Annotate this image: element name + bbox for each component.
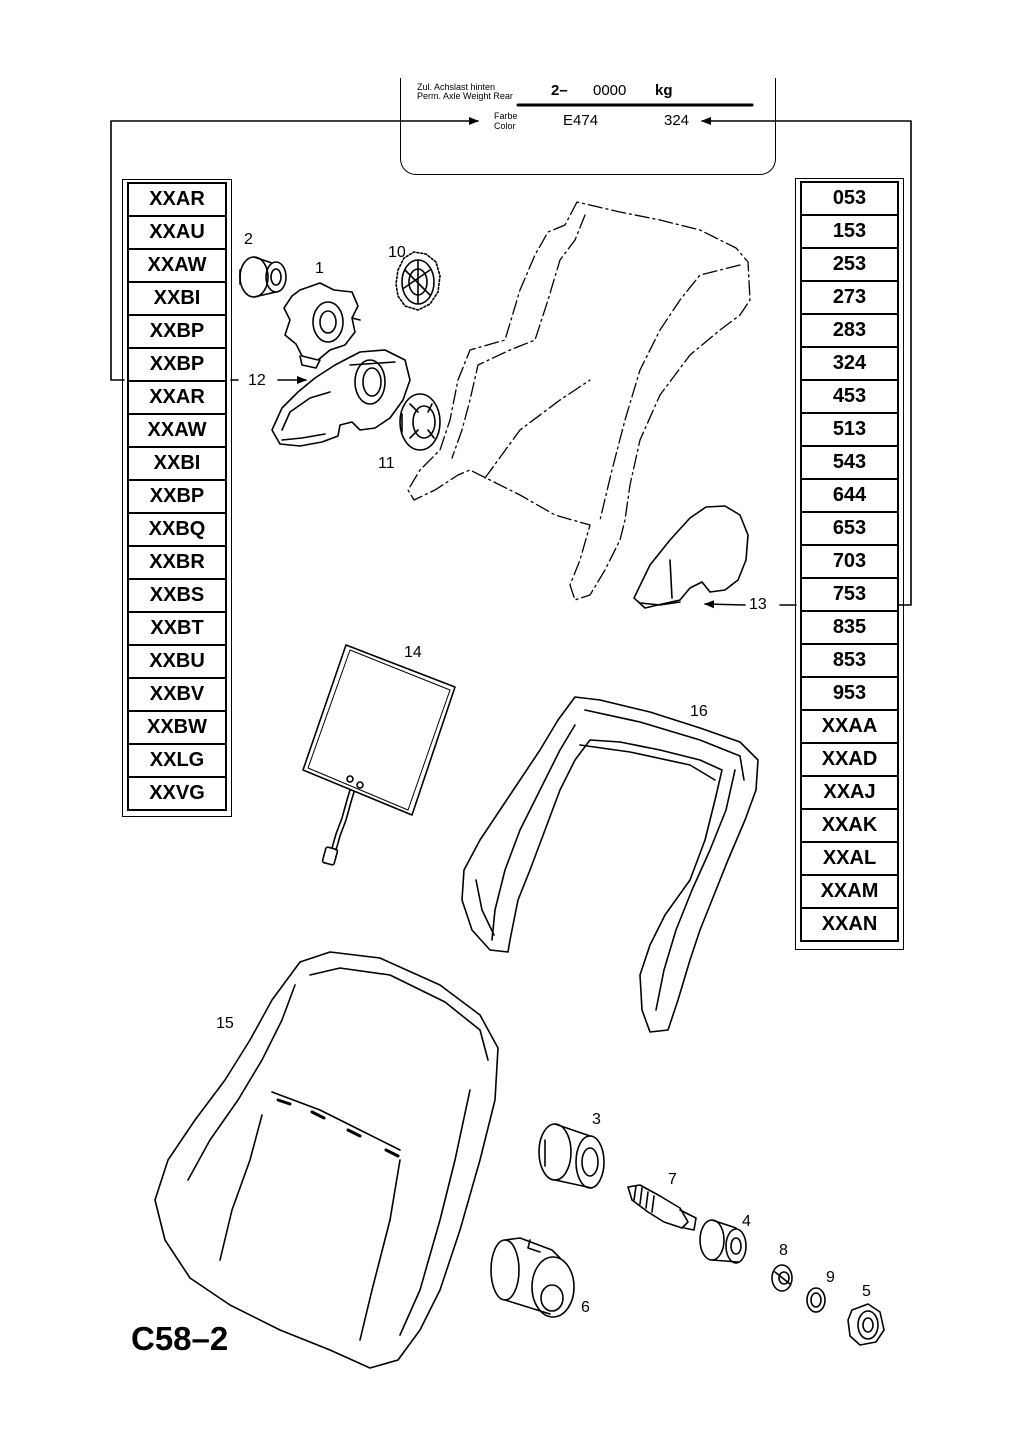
part-10-toothed-washer [395, 251, 441, 311]
part-2-bushing [239, 256, 287, 298]
right-code-cell: XXAA [802, 711, 897, 744]
left-code-cell: XXBI [129, 283, 225, 316]
right-code-cell: 853 [802, 645, 897, 678]
left-code-cell: XXAU [129, 217, 225, 250]
leader-arrow-13 [704, 600, 746, 609]
part-8-lock-washer [771, 1264, 793, 1292]
callout-16: 16 [690, 703, 708, 720]
left-code-cell: XXAW [129, 250, 225, 283]
color-code: E474 [563, 112, 599, 129]
right-code-cell: 153 [802, 216, 897, 249]
right-code-cell: 283 [802, 315, 897, 348]
right-code-cell: 453 [802, 381, 897, 414]
right-code-cell: 324 [802, 348, 897, 381]
right-code-cell: 703 [802, 546, 897, 579]
part-9-flat-washer [806, 1287, 826, 1313]
left-code-cell: XXBI [129, 448, 225, 481]
part-4-spacer-sleeve [699, 1219, 747, 1264]
left-code-cell: XXAR [129, 382, 225, 415]
axle-unit: kg [655, 82, 673, 99]
right-code-cell: XXAM [802, 876, 897, 909]
left-code-cell: XXBU [129, 646, 225, 679]
left-code-cell: XXBR [129, 547, 225, 580]
diagram-title: C58–2 [131, 1320, 229, 1357]
right-code-cell: XXAL [802, 843, 897, 876]
callout-4: 4 [742, 1213, 751, 1230]
axle-caption-en: Perm. Axle Weight Rear [417, 91, 513, 101]
part-15-backrest-cushion [154, 951, 499, 1369]
right-code-cell: 253 [802, 249, 897, 282]
part-7-bolt [627, 1184, 697, 1231]
callout-8: 8 [779, 1242, 788, 1259]
part-6-large-bushing [490, 1237, 575, 1318]
left-code-cell: XXBP [129, 349, 225, 382]
color-caption-de: Farbe [494, 111, 518, 121]
left-code-cell: XXBP [129, 316, 225, 349]
part-14-heating-pad [302, 644, 456, 866]
callout-5: 5 [862, 1283, 871, 1300]
left-code-cell: XXBV [129, 679, 225, 712]
right-code-cell: XXAN [821, 913, 878, 935]
part-13-side-cover [633, 505, 749, 609]
callout-3: 3 [592, 1111, 601, 1128]
callout-15: 15 [216, 1015, 234, 1032]
right-code-cell: XXAD [802, 744, 897, 777]
left-code-cell: XXBW [129, 712, 225, 745]
callout-10: 10 [388, 244, 406, 261]
vehicle-data-label [400, 78, 776, 175]
left-code-cell: XXBP [129, 481, 225, 514]
right-connector-line [701, 117, 912, 606]
right-code-cell: 644 [802, 480, 897, 513]
callout-6: 6 [581, 1299, 590, 1316]
callout-11: 11 [378, 455, 395, 472]
left-code-cell: XXAR [129, 184, 225, 217]
right-code-cell: 753 [802, 579, 897, 612]
part-3-bearing-bushing [538, 1123, 605, 1189]
seat-frame-outline [407, 201, 751, 601]
callout-2: 2 [244, 231, 253, 248]
left-code-cell: XXBS [129, 580, 225, 613]
callout-7: 7 [668, 1171, 677, 1188]
left-connector-line [110, 117, 479, 381]
right-code-cell: XXAJ [802, 777, 897, 810]
right-code-cell: 835 [802, 612, 897, 645]
axle-value: 0000 [593, 82, 627, 99]
left-code-cell: XXBQ [129, 514, 225, 547]
right-code-cell: XXAK [802, 810, 897, 843]
callout-12: 12 [248, 372, 266, 389]
callout-14: 14 [404, 644, 422, 661]
left-code-cell: XXBT [129, 613, 225, 646]
right-code-cell: 953 [802, 678, 897, 711]
right-code-cell: 513 [802, 414, 897, 447]
color-number: 324 [664, 112, 690, 129]
axle-caption-de: Zul. Achslast hinten [417, 82, 496, 92]
part-1-knob [283, 282, 361, 369]
color-caption-en: Color [494, 121, 516, 131]
right-code-cell: 053 [802, 183, 897, 216]
right-code-cell: 543 [802, 447, 897, 480]
callout-9: 9 [826, 1269, 835, 1286]
part-11-spring-washer [399, 393, 441, 451]
callout-1: 1 [315, 260, 324, 277]
part-16-trim-frame [461, 696, 759, 1033]
part-12-mechanism-cover [271, 349, 411, 447]
axle-prefix: 2– [551, 82, 568, 99]
part-5-nut [847, 1303, 885, 1346]
right-code-cell: 653 [802, 513, 897, 546]
left-code-cell: XXAW [129, 415, 225, 448]
callout-13: 13 [749, 596, 767, 613]
left-code-cell: XXLG [129, 745, 225, 778]
right-code-cell: 273 [802, 282, 897, 315]
left-code-cell: XXVG [149, 782, 205, 804]
